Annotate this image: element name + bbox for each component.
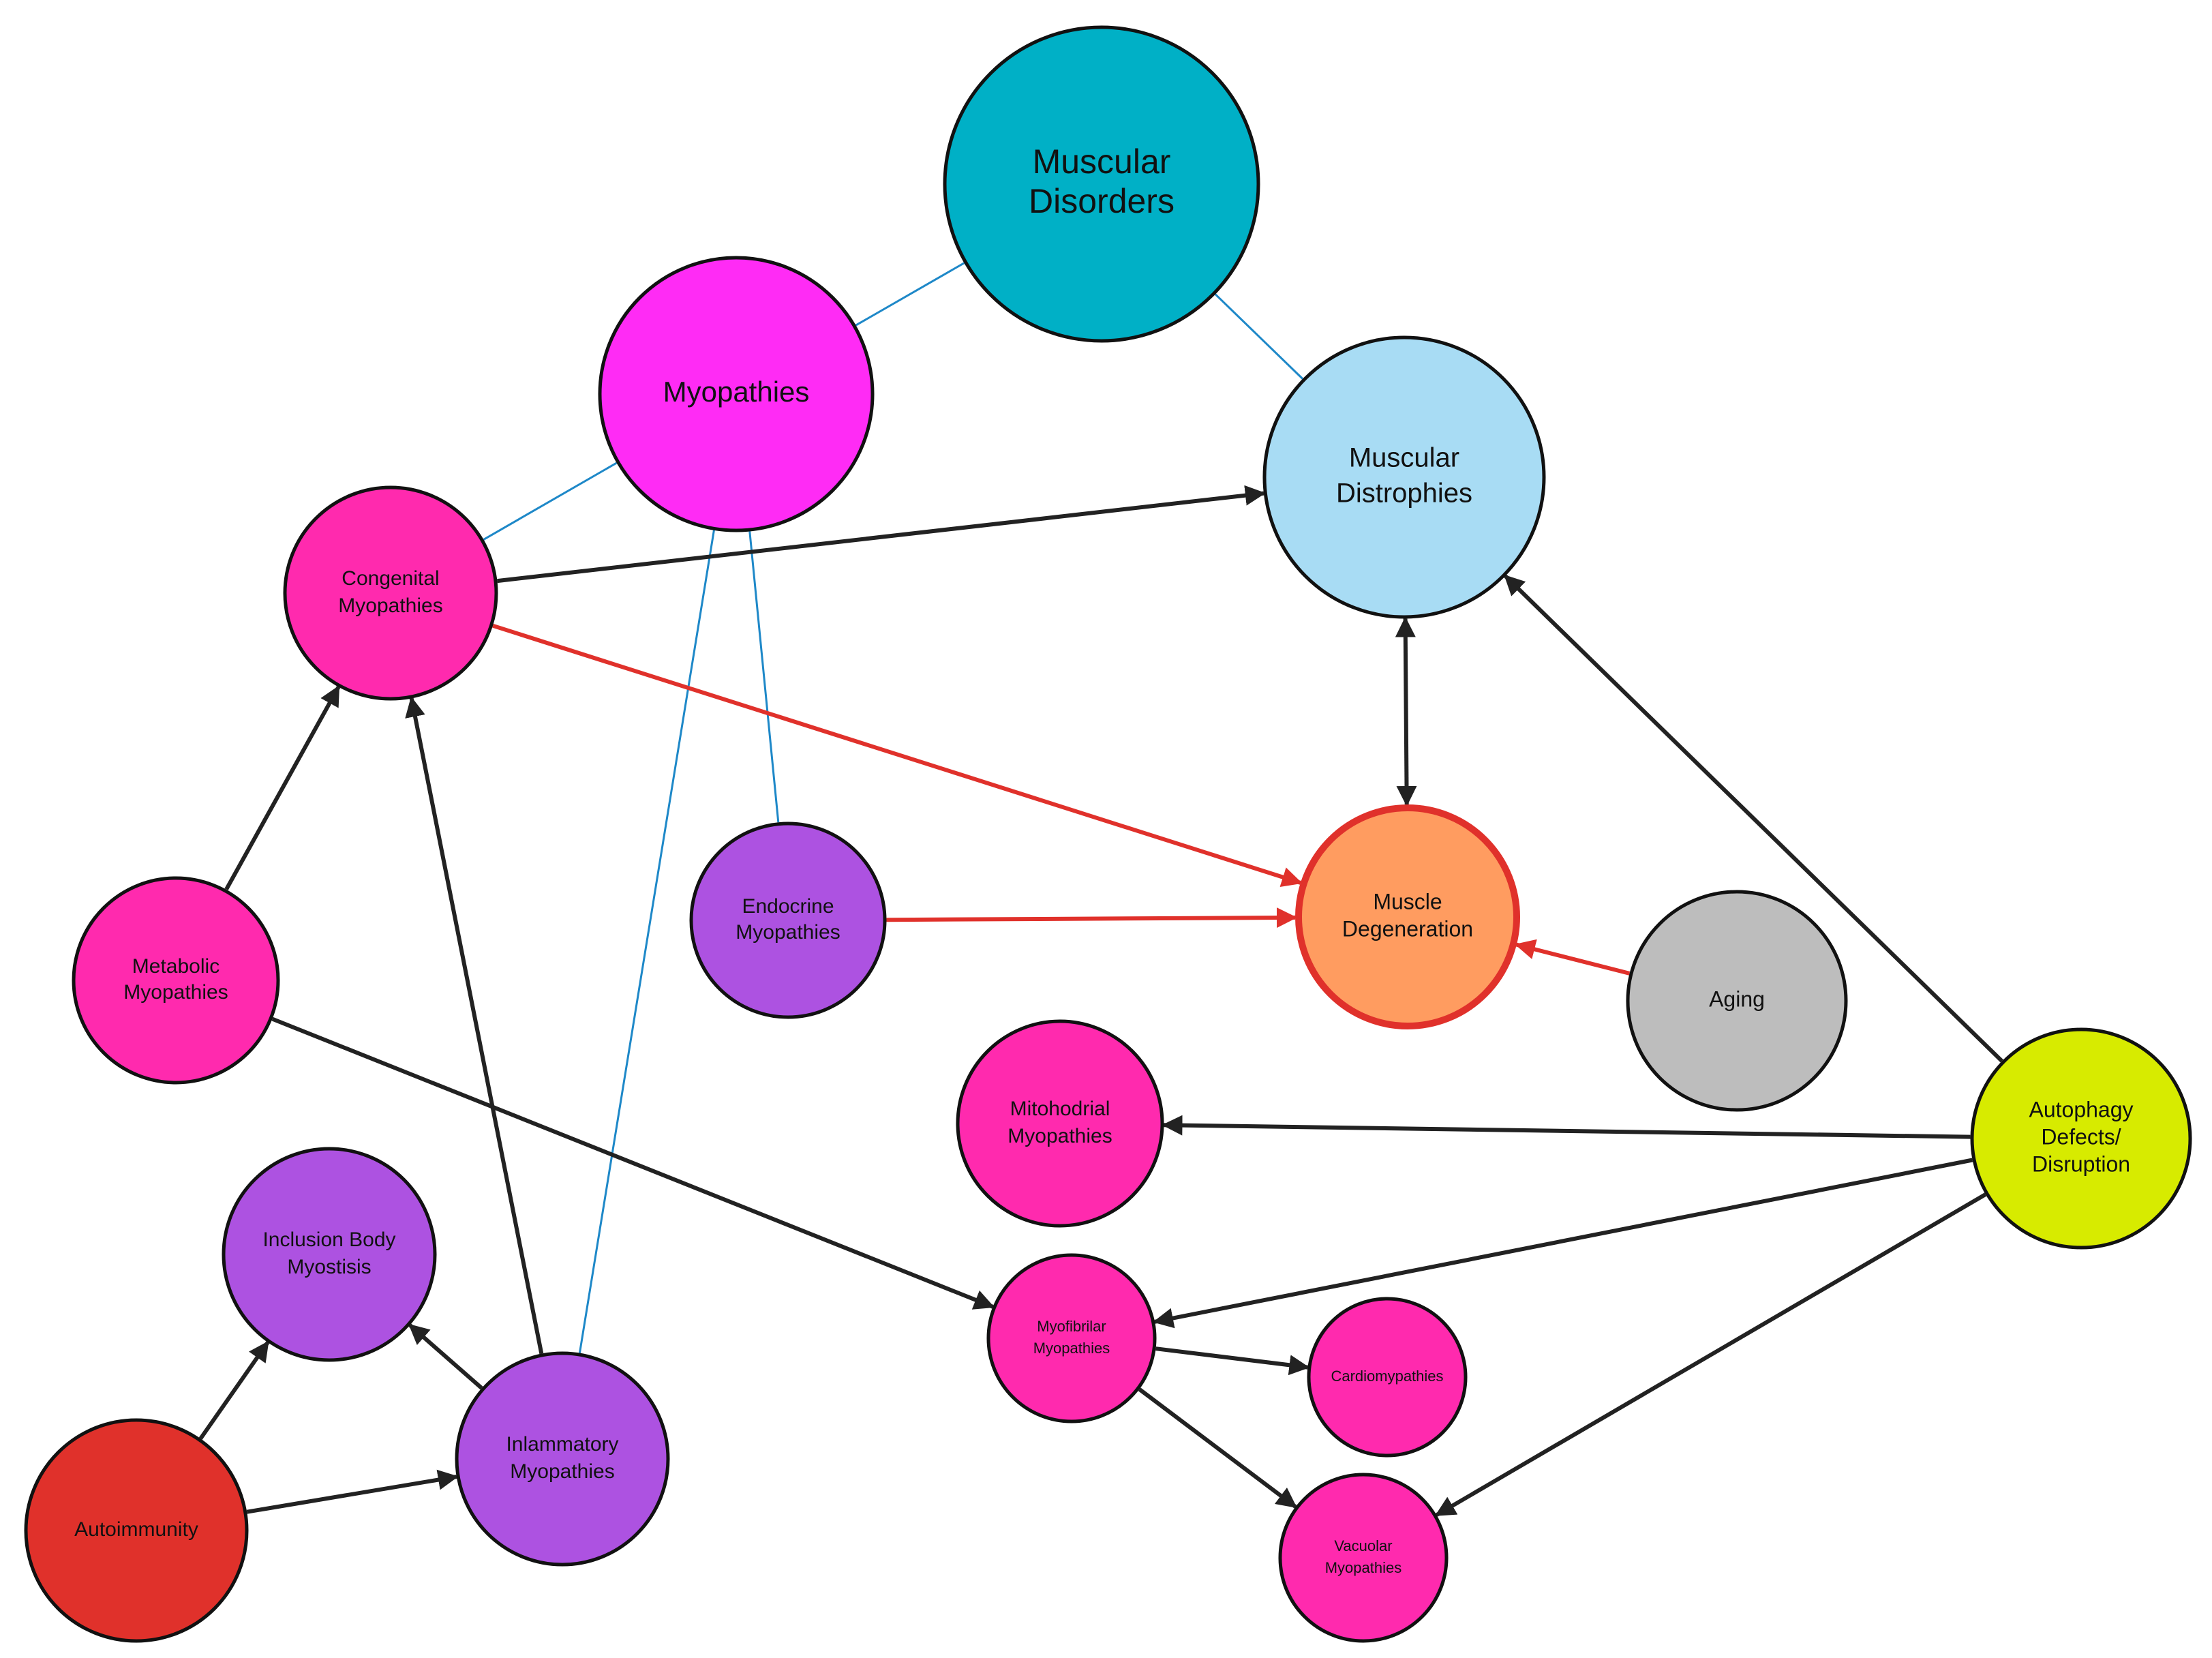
node-label-cardiomypathies: Cardiomypathies — [1331, 1368, 1443, 1385]
edge-endocrine-myopathies-to-muscle-degeneration — [886, 907, 1297, 929]
node-circle-aging — [1626, 890, 1848, 1112]
node-label-muscular-disorders: Muscular — [1033, 142, 1171, 181]
node-label-muscle-degeneration: Degeneration — [1342, 916, 1473, 941]
node-circle-vacuolar-myopathies — [1278, 1473, 1449, 1643]
node-circle-muscular-disorders — [943, 25, 1260, 343]
edge-metabolic-myopathies-to-myofibrilar-myopathies — [271, 1016, 995, 1310]
edge-autophagy-defects-to-myofibrilar-myopathies — [1153, 1158, 1973, 1329]
edge-autoimmunity-to-inclusion-body-myostisis — [198, 1340, 270, 1440]
node-circle-muscular-distrophies — [1262, 335, 1546, 619]
node-circle-metabolic-myopathies — [72, 876, 280, 1085]
edge-autophagy-defects-to-mitohodrial-myopathies — [1162, 1115, 1971, 1139]
node-circle-autophagy-defects — [1970, 1027, 2192, 1250]
node-label-mitohodrial-myopathies: Myopathies — [1007, 1125, 1112, 1147]
node-label-endocrine-myopathies: Endocrine — [742, 895, 834, 918]
node-label-metabolic-myopathies: Myopathies — [123, 981, 228, 1004]
node-label-muscular-distrophies: Distrophies — [1336, 479, 1472, 509]
node-label-myofibrilar-myopathies: Myopathies — [1033, 1340, 1110, 1357]
node-label-autophagy-defects: Defects/ — [2041, 1124, 2121, 1149]
edge-muscular-distrophies-to-muscle-degeneration — [1395, 616, 1417, 807]
node-circle-endocrine-myopathies — [689, 822, 887, 1019]
nodes-layer: MuscularDisordersMyopathiesMuscularDistr… — [24, 25, 2192, 1643]
edge-aging-to-muscle-degeneration — [1514, 939, 1631, 976]
edge-metabolic-myopathies-to-congenital-myopathies — [224, 685, 341, 891]
node-label-vacuolar-myopathies: Myopathies — [1325, 1559, 1402, 1576]
edge-myopathies-to-inlammatory-myopathies — [578, 530, 715, 1353]
edge-autophagy-defects-to-muscular-distrophies — [1504, 574, 2003, 1063]
node-label-muscular-disorders: Disorders — [1029, 182, 1175, 220]
node-myopathies: Myopathies — [598, 256, 875, 532]
edge-inlammatory-myopathies-to-inclusion-body-myostisis — [408, 1323, 483, 1390]
edge-congenital-myopathies-to-muscular-distrophies — [497, 485, 1266, 584]
node-label-mitohodrial-myopathies: Mitohodrial — [1010, 1098, 1110, 1120]
node-circle-autoimmunity — [24, 1418, 249, 1643]
node-label-vacuolar-myopathies: Vacuolar — [1334, 1537, 1392, 1554]
node-label-autophagy-defects: Autophagy — [2029, 1097, 2133, 1121]
node-aging: Aging — [1626, 890, 1848, 1112]
node-label-autoimmunity: Autoimmunity — [74, 1518, 198, 1541]
edge-congenital-myopathies-to-muscle-degeneration — [492, 623, 1303, 888]
node-label-endocrine-myopathies: Myopathies — [736, 921, 840, 944]
edge-myopathies-to-congenital-myopathies — [483, 462, 618, 541]
node-label-inlammatory-myopathies: Myopathies — [510, 1460, 614, 1483]
node-autoimmunity: Autoimmunity — [24, 1418, 249, 1643]
node-circle-cardiomypathies — [1307, 1297, 1468, 1458]
edge-muscular-disorders-to-muscular-distrophies — [1214, 293, 1303, 380]
edge-muscular-disorders-to-myopathies — [855, 262, 965, 327]
node-circle-mitohodrial-myopathies — [956, 1019, 1164, 1228]
node-label-aging: Aging — [1709, 986, 1765, 1011]
node-circle-inclusion-body-myostisis — [222, 1147, 437, 1362]
node-circle-myofibrilar-myopathies — [986, 1253, 1157, 1423]
node-circle-muscle-degeneration — [1295, 804, 1520, 1029]
node-label-myofibrilar-myopathies: Myofibrilar — [1037, 1318, 1106, 1335]
node-label-inclusion-body-myostisis: Myostisis — [287, 1256, 371, 1278]
edge-myofibrilar-myopathies-to-vacuolar-myopathies — [1138, 1387, 1297, 1509]
node-label-inlammatory-myopathies: Inlammatory — [506, 1433, 618, 1456]
node-label-congenital-myopathies: Congenital — [342, 567, 439, 590]
node-circle-inlammatory-myopathies — [455, 1351, 670, 1567]
node-label-metabolic-myopathies: Metabolic — [132, 955, 219, 978]
edge-autoimmunity-to-inlammatory-myopathies — [246, 1469, 459, 1514]
edge-inlammatory-myopathies-to-congenital-myopathies — [405, 696, 544, 1355]
node-label-muscle-degeneration: Muscle — [1373, 889, 1442, 914]
node-label-autophagy-defects: Disruption — [2032, 1151, 2130, 1176]
node-circle-congenital-myopathies — [283, 485, 498, 701]
node-label-myopathies: Myopathies — [663, 376, 810, 408]
node-circle-myopathies — [598, 256, 875, 532]
node-cardiomypathies: Cardiomypathies — [1307, 1297, 1468, 1458]
node-label-congenital-myopathies: Myopathies — [338, 594, 442, 617]
edge-myofibrilar-myopathies-to-cardiomypathies — [1155, 1346, 1310, 1376]
edge-myopathies-to-endocrine-myopathies — [748, 531, 780, 823]
edges-layer — [198, 262, 2003, 1517]
node-label-inclusion-body-myostisis: Inclusion Body — [262, 1229, 395, 1251]
edge-autophagy-defects-to-vacuolar-myopathies — [1434, 1192, 1987, 1517]
node-label-muscular-distrophies: Muscular — [1349, 443, 1459, 473]
